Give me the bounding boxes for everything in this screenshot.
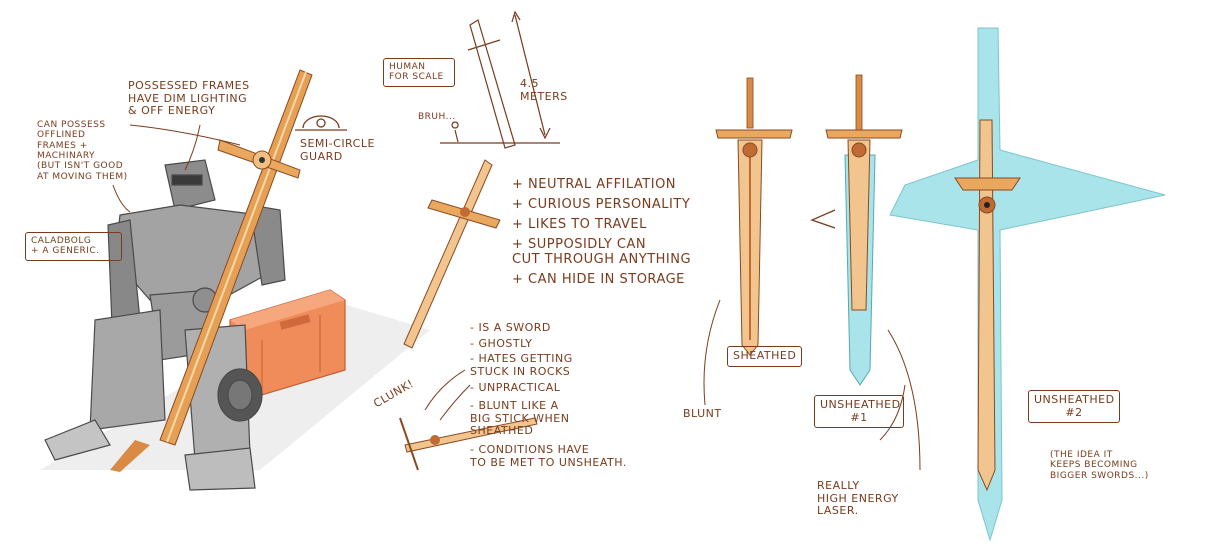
fact-item: - Hates getting stuck in rocks: [470, 352, 573, 378]
trait-item: + Likes to travel: [512, 216, 647, 232]
note-bruh: Bruh...: [418, 112, 456, 122]
note-blunt: Blunt: [683, 407, 722, 420]
note-semi-circle-guard: Semi-circle guard: [300, 137, 375, 163]
note-caladbolg: Caladbolg + a generic.: [25, 232, 122, 261]
note-high-energy-laser: Really high energy laser.: [817, 479, 899, 518]
label-unsheathed-1: Unsheathed #1: [814, 395, 904, 429]
note-can-possess: Can possess offlined frames + machinary …: [37, 120, 128, 182]
note-possessed-frames: Possessed frames have dim lighting & off…: [128, 79, 250, 118]
scale-sword-sketch: [440, 10, 560, 149]
note-human-for-scale: Human for scale: [383, 58, 455, 87]
trait-item: + Can hide in storage: [512, 271, 685, 287]
sword-sheathed: [715, 77, 793, 356]
note-height: 4.5 meters: [520, 77, 568, 103]
annotation-leaders: [112, 124, 921, 471]
trait-item: + Supposidly can cut through anything: [512, 236, 692, 267]
caladbolg-sword-large: [110, 69, 313, 472]
facts-list: - Is a sword - Ghostly - Hates getting s…: [470, 321, 680, 469]
note-bigger-swords: (The idea it keeps becoming bigger sword…: [1050, 450, 1149, 481]
label-sheathed: Sheathed: [727, 346, 803, 367]
sword-unsheathed-2: [889, 27, 1166, 542]
sword-unsheathed-1: [825, 74, 903, 386]
label-unsheathed-2: Unsheathed #2: [1028, 390, 1120, 424]
arrow-icon: [810, 209, 836, 229]
fact-item: - Ghostly: [470, 336, 533, 350]
traits-list: + Neutral affilation + Curious personali…: [512, 177, 702, 288]
trait-item: + Curious personality: [512, 196, 691, 212]
trait-item: + Neutral affilation: [512, 177, 677, 192]
fact-item: - Blunt like a big stick when sheathed: [470, 399, 570, 438]
fact-item: - Conditions have to be met to unsheath.: [470, 443, 627, 469]
sword-stuck-sketch: [399, 369, 538, 471]
storage-crate: [229, 289, 346, 401]
semi-circle-guard-sketch: [295, 115, 347, 131]
fact-item: - Unpractical: [470, 380, 561, 394]
caladbolg-sword-medium: [403, 159, 501, 349]
fact-item: - Is a sword: [470, 321, 551, 334]
